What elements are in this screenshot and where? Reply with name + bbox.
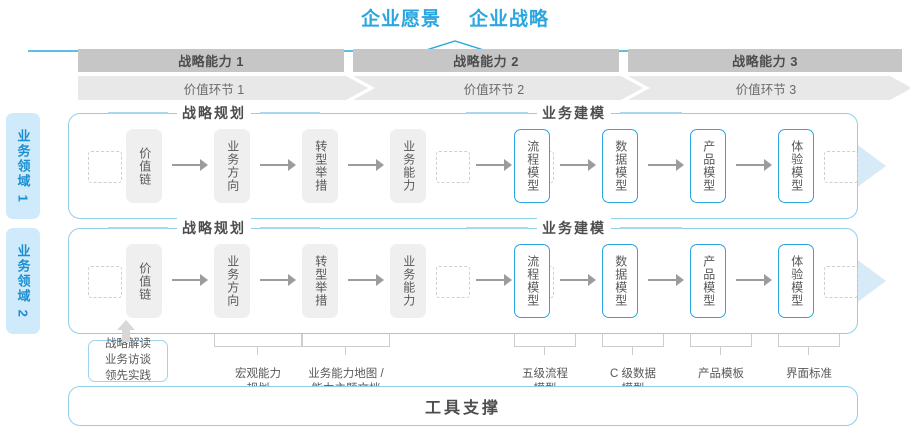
node-data-model-1[interactable]: 数据模型: [602, 129, 638, 203]
bracket-data-model: [602, 334, 664, 347]
bracket-stem: [808, 347, 810, 355]
bracket-product-template: [690, 334, 752, 347]
annotation-source-text: 战略解读 业务访谈 领先实践: [105, 338, 151, 382]
placeholder-box: [436, 266, 470, 298]
node-value-chain-2[interactable]: 价值链: [126, 244, 162, 318]
node-experience-model-1[interactable]: 体验模型: [778, 129, 814, 203]
flow-arrow: [172, 158, 210, 172]
flow-arrow: [476, 273, 514, 287]
bracket-macro-capability: [214, 334, 302, 347]
flow-arrow: [260, 273, 298, 287]
flow-arrow: [736, 158, 774, 172]
capability-label-2: 战略能力 2: [453, 54, 519, 69]
annotation-product-template: 产品模板: [698, 367, 744, 380]
flow-arrow: [172, 273, 210, 287]
capability-bar-1: 战略能力 1: [78, 49, 344, 72]
placeholder-box: [88, 151, 122, 183]
flow-arrow: [648, 158, 686, 172]
domain-row-border: [68, 113, 858, 219]
node-product-model-1[interactable]: 产品模型: [690, 129, 726, 203]
node-business-direction-1[interactable]: 业务方向: [214, 129, 250, 203]
bracket-ui-standard: [778, 334, 840, 347]
flow-arrow: [348, 158, 386, 172]
domain-row-2: 战略规划 业务建模 价值链 业务方向 转型举措 业务能力 流程模型 数据模型 产…: [68, 218, 886, 334]
value-link-row: 价值环节 1 价值环节 2 价值环节 3: [78, 76, 910, 100]
value-link-3: 价值环节 3: [628, 76, 910, 100]
value-link-label-1: 价值环节 1: [183, 82, 245, 97]
tools-support-bar: 工具支撑: [68, 386, 858, 426]
annotation-source-box: 战略解读 业务访谈 领先实践: [88, 338, 168, 382]
bracket-capability-map: [302, 334, 390, 347]
capability-label-3: 战略能力 3: [732, 54, 798, 69]
bracket-stem: [720, 347, 722, 355]
value-link-label-3: 价值环节 3: [735, 82, 797, 97]
node-process-model-1[interactable]: 流程模型: [514, 129, 550, 203]
node-experience-model-2[interactable]: 体验模型: [778, 244, 814, 318]
domain-row-1: 战略规划 业务建模 价值链 业务方向 转型举措 业务能力 流程模型 数据模型 产…: [68, 103, 886, 219]
title-vision: 企业愿景: [360, 9, 441, 30]
section-caption-modeling-2: 业务建模: [466, 218, 682, 238]
flow-arrow: [736, 273, 774, 287]
node-process-model-2[interactable]: 流程模型: [514, 244, 550, 318]
section-caption-modeling-1: 业务建模: [466, 103, 682, 123]
title-strategy: 企业战略: [469, 9, 550, 30]
flow-arrow: [560, 158, 598, 172]
node-business-direction-2[interactable]: 业务方向: [214, 244, 250, 318]
placeholder-box: [824, 266, 858, 298]
flow-arrow: [260, 158, 298, 172]
bracket-stem: [632, 347, 634, 355]
capability-label-1: 战略能力 1: [178, 54, 244, 69]
placeholder-box: [436, 151, 470, 183]
domain-row-border: [68, 228, 858, 334]
value-link-1: 价值环节 1: [78, 76, 368, 100]
node-data-model-2[interactable]: 数据模型: [602, 244, 638, 318]
node-value-chain-1[interactable]: 价值链: [126, 129, 162, 203]
node-product-model-2[interactable]: 产品模型: [690, 244, 726, 318]
domain-tag-2: 业务领域 2: [6, 228, 40, 334]
flow-arrow: [476, 158, 514, 172]
bracket-stem: [257, 347, 259, 355]
node-transformation-1[interactable]: 转型举措: [302, 129, 338, 203]
placeholder-box: [88, 266, 122, 298]
domain-tag-1: 业务领域 1: [6, 113, 40, 219]
section-caption-planning-2: 战略规划: [108, 218, 320, 238]
page-title: 企业愿景 企业战略: [0, 4, 910, 31]
tools-support-label: 工具支撑: [424, 400, 501, 417]
capability-bar-2: 战略能力 2: [353, 49, 619, 72]
source-up-arrow: [117, 320, 135, 342]
flow-arrow: [348, 273, 386, 287]
capability-bar-3: 战略能力 3: [628, 49, 902, 72]
section-caption-planning-1: 战略规划: [108, 103, 320, 123]
bracket-stem: [544, 347, 546, 355]
node-business-capability-1[interactable]: 业务能力: [390, 129, 426, 203]
capability-bar-row: 战略能力 1 战略能力 2 战略能力 3: [78, 49, 902, 72]
annotation-ui-standard: 界面标准: [786, 367, 832, 380]
bracket-process-model: [514, 334, 576, 347]
flow-arrow: [648, 273, 686, 287]
node-transformation-2[interactable]: 转型举措: [302, 244, 338, 318]
flow-arrow: [560, 273, 598, 287]
placeholder-box: [824, 151, 858, 183]
value-link-label-2: 价值环节 2: [463, 82, 525, 97]
bracket-stem: [345, 347, 347, 355]
node-business-capability-2[interactable]: 业务能力: [390, 244, 426, 318]
value-link-2: 价值环节 2: [353, 76, 643, 100]
